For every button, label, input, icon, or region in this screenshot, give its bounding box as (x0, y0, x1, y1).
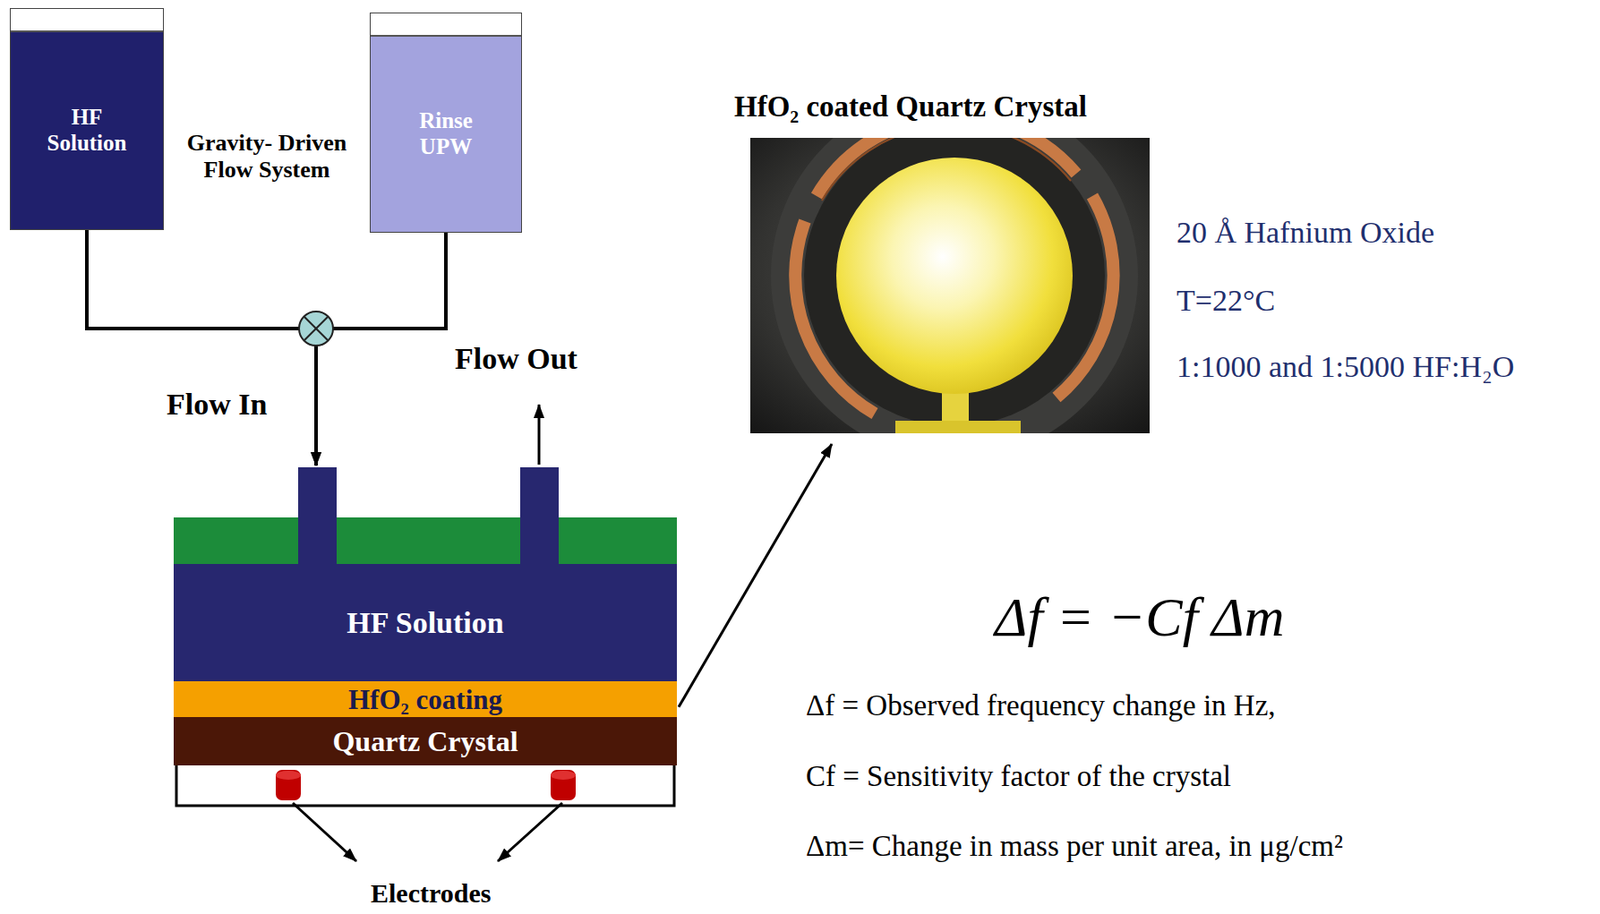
outlet-tube (520, 467, 559, 565)
electrode-symbol (275, 770, 301, 801)
pipe-connector (86, 230, 317, 466)
valve-symbol (299, 311, 334, 346)
flow-label: Flow In (166, 386, 267, 422)
tank-box: HF Solution (9, 8, 164, 231)
condition-note: 1:1000 and 1:5000 HF:H₂O (1176, 349, 1515, 385)
node-text: HF Solution (36, 104, 137, 157)
tank-box: Rinse UPW (369, 12, 522, 233)
equation: Δf = −Cf Δm (994, 585, 1285, 650)
condition-note: 20 Å Hafnium Oxide (1176, 214, 1435, 250)
condition-note: T=22°C (1176, 282, 1275, 318)
arrow-connector (678, 444, 832, 708)
photo-panel: HfO₂ coated Quartz Crystal (734, 85, 1156, 439)
flow-label: Flow Out (454, 341, 578, 377)
leader-arrow (292, 803, 357, 862)
system-label: Gravity- Driven Flow System (167, 129, 367, 184)
crystal-layer: Quartz Crystal (173, 717, 677, 766)
definition-note: Cf = Sensitivity factor of the crystal (805, 760, 1232, 795)
cell-lid (173, 517, 677, 565)
electrode-holder (176, 765, 675, 806)
solution-layer: HF Solution (173, 564, 677, 682)
flow-out-arrow (538, 404, 541, 465)
leader-arrow (497, 803, 563, 862)
pipe-connector (316, 232, 446, 466)
definition-note: Δf = Observed frequency change in Hz, (805, 689, 1276, 724)
electrode-symbol (550, 770, 576, 801)
node-text: HF Solution (346, 605, 504, 641)
definition-note: Δm= Change in mass per unit area, in μg/… (805, 829, 1344, 865)
crystal-photo (750, 137, 1150, 434)
node-text: Rinse UPW (395, 108, 497, 161)
node-text: Quartz Crystal (332, 725, 518, 759)
coating-layer: HfO₂ coating (173, 681, 677, 718)
part-label: Electrodes (370, 878, 491, 910)
node-text: HfO₂ coated Quartz Crystal (734, 90, 1087, 125)
node-text: HfO₂ coating (348, 685, 503, 714)
inlet-tube (298, 467, 337, 565)
